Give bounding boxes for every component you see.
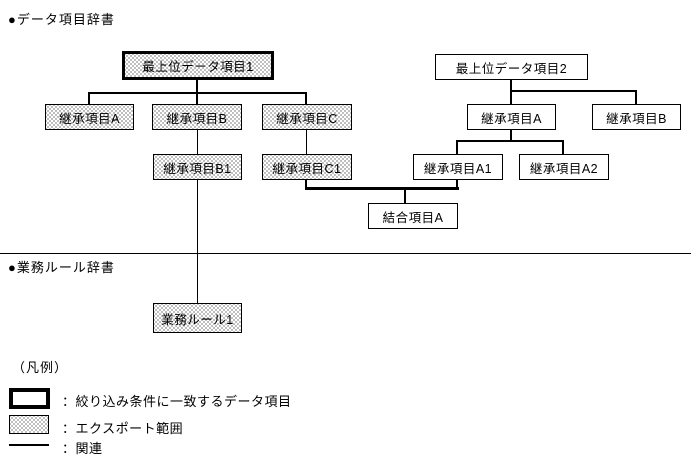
connector-drop-b: [196, 94, 198, 104]
connector-junction-to-join: [404, 190, 406, 203]
connector-b1-to-rule1: [197, 180, 198, 303]
node-inherit2-item-b: 継承項目B: [592, 104, 681, 130]
legend-swatch-filter-match-box: [9, 388, 50, 409]
section-title-business-rules: ●業務ルール辞書: [8, 260, 115, 275]
connector-drop-a: [88, 94, 90, 104]
node-join-item-a: 結合項目A: [368, 203, 458, 229]
node-inherit-item-a: 継承項目A: [45, 104, 134, 130]
node-inherit-item-b: 継承項目B: [152, 104, 242, 130]
node-inherit-item-c1: 継承項目C1: [262, 154, 352, 180]
connector-ra-stem: [510, 130, 512, 140]
connector-top2-branch: [510, 90, 637, 92]
connector-c-to-c1: [306, 130, 307, 154]
connector-top2-stem: [510, 80, 512, 104]
connector-drop-a2: [562, 142, 564, 154]
connector-top1-stem: [196, 80, 198, 92]
node-inherit2-item-a1: 継承項目A1: [413, 154, 503, 180]
legend-title: （凡例）: [12, 360, 69, 375]
connector-c1-to-junction: [305, 180, 307, 187]
node-business-rule-1: 業務ルール1: [153, 303, 242, 333]
connector-a1-to-junction: [456, 180, 458, 187]
connector-drop-rb: [635, 92, 637, 104]
node-inherit-item-b1: 継承項目B1: [153, 154, 242, 180]
node-top-data-item-1: 最上位データ項目1: [122, 51, 274, 80]
connector-junction-bar: [305, 187, 459, 190]
section-title-data-dictionary: ●データ項目辞書: [8, 12, 115, 27]
node-inherit-item-c: 継承項目C: [262, 104, 352, 130]
connector-ra-branch: [456, 140, 564, 142]
connector-drop-a1: [456, 142, 458, 154]
node-inherit2-item-a: 継承項目A: [467, 104, 556, 130]
legend-label-export-range: ：エクスポート範囲: [62, 421, 184, 436]
node-inherit2-item-a2: 継承項目A2: [519, 154, 609, 180]
legend-label-filter-match: ：絞り込み条件に一致するデータ項目: [62, 394, 292, 409]
connector-b-to-b1: [197, 130, 198, 154]
legend-label-relation: ：関連: [62, 441, 103, 456]
legend-swatch-export-range-box: [9, 415, 49, 434]
connector-drop-c: [305, 94, 307, 104]
legend-swatch-relation-line: [9, 444, 49, 446]
node-top-data-item-2: 最上位データ項目2: [435, 54, 588, 80]
connector-top1-branch: [88, 92, 307, 94]
section-separator-line: [0, 253, 691, 254]
